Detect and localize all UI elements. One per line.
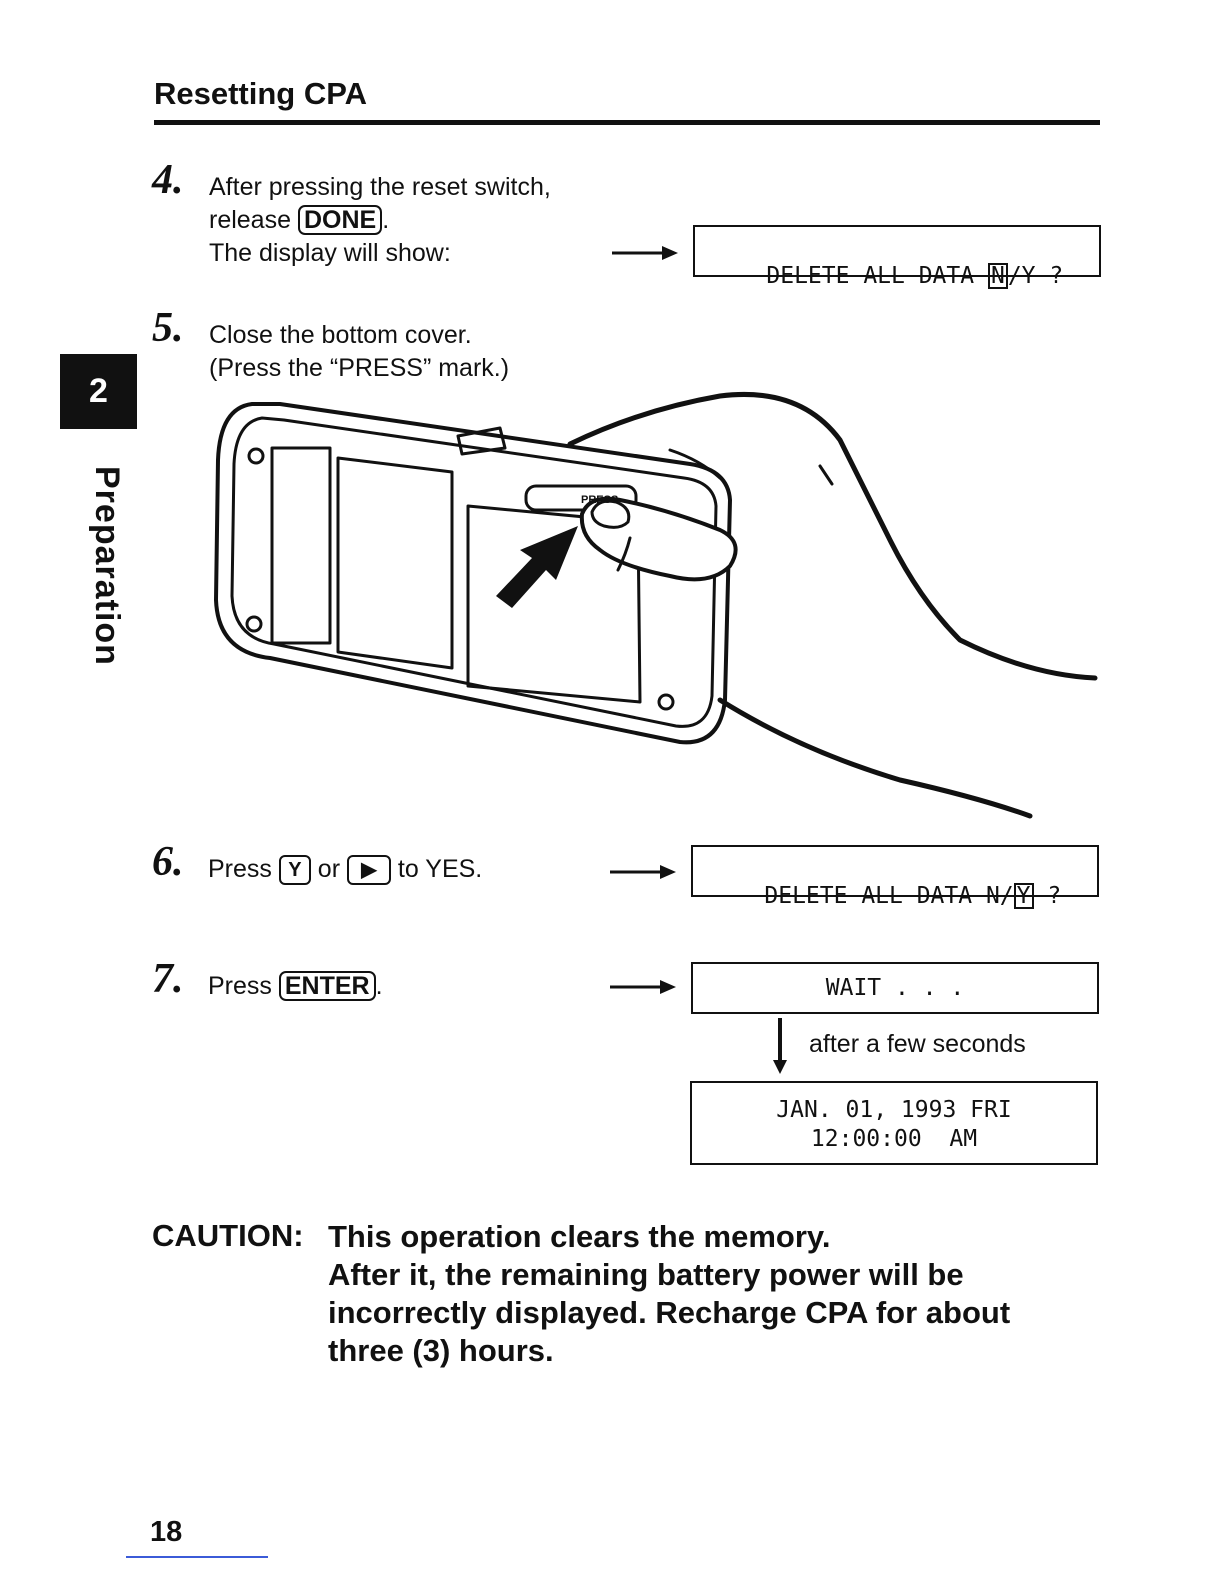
- right-arrow-key: ▶: [346, 855, 391, 886]
- page-number: 18: [150, 1516, 183, 1548]
- caution-line: incorrectly displayed. Recharge CPA for …: [328, 1295, 1011, 1330]
- enter-key: ENTER: [278, 971, 376, 1001]
- display-cursor: Y: [1013, 883, 1034, 909]
- lcd-display-wait: WAIT . . .: [691, 962, 1099, 1014]
- step-5-line1: Close the bottom cover.: [209, 321, 472, 349]
- step-6-text: Press Y or ▶ to YES.: [208, 853, 482, 886]
- display-text: WAIT . . .: [825, 975, 965, 1001]
- device-compartment-left: [270, 446, 332, 645]
- step-7-period: .: [375, 972, 383, 1000]
- fingernail: [590, 499, 631, 529]
- step-4-number: 4.: [152, 157, 184, 203]
- lcd-display-delete-confirm-n: DELETE ALL DATA N/Y ?: [693, 225, 1101, 289]
- step-6-press-label: Press: [208, 855, 279, 883]
- right-arrow-icon: [612, 246, 678, 260]
- display-cursor: N: [987, 263, 1008, 289]
- chapter-number-tab: 2: [60, 354, 137, 429]
- screw: [245, 615, 263, 633]
- finger-crease: [616, 536, 632, 572]
- device-body: [214, 402, 732, 745]
- step-7-number: 7.: [152, 956, 184, 1002]
- knuckle-line: [668, 448, 722, 480]
- display-date: JAN. 01, 1993 FRI: [776, 1097, 1012, 1123]
- step-4-line3: The display will show:: [209, 239, 451, 267]
- section-title: Resetting CPA: [154, 76, 368, 111]
- device-top-clip: [456, 426, 507, 456]
- section-title-rule: [154, 120, 1100, 125]
- device-compartment-middle: [336, 456, 454, 670]
- step-6-or-label: or: [310, 855, 347, 883]
- lcd-display-date-time: JAN. 01, 1993 FRI 12:00:00 AM: [690, 1081, 1098, 1165]
- caution-line: After it, the remaining battery power wi…: [328, 1257, 964, 1292]
- chapter-number: 2: [89, 372, 108, 410]
- done-key: DONE: [297, 205, 383, 235]
- screw: [247, 447, 265, 465]
- transition-note: after a few seconds: [809, 1030, 1026, 1058]
- step-6-number: 6.: [152, 839, 184, 885]
- lcd-display-delete-confirm-y: DELETE ALL DATA N/Y ?: [691, 845, 1099, 909]
- hand-closing-bottom-cover-illustration: PRESS: [214, 391, 1098, 819]
- right-arrow-icon: [610, 980, 676, 994]
- step-4-line2: release DONE.: [209, 204, 551, 237]
- page-number-underline: [126, 1556, 268, 1558]
- display-text: DELETE ALL DATA N/: [764, 883, 1014, 909]
- finger: [579, 496, 738, 582]
- step-5-line2: (Press the “PRESS” mark.): [209, 354, 510, 382]
- display-text: /Y ?: [1007, 263, 1064, 289]
- step-7-press-label: Press: [208, 972, 279, 1000]
- hand-outline: [567, 391, 1098, 681]
- finger-crease: [818, 464, 834, 486]
- y-key: Y: [278, 855, 311, 886]
- display-time: 12:00:00 AM: [810, 1126, 978, 1152]
- step-5-number: 5.: [152, 305, 184, 351]
- caution-line: This operation clears the memory.: [328, 1219, 831, 1254]
- down-arrow-icon: [773, 1018, 787, 1074]
- press-mark: [524, 484, 638, 512]
- step-6-yes-label: to YES.: [390, 855, 483, 883]
- push-arrow-icon: [496, 526, 578, 608]
- step-4-text: After pressing the reset switch, release…: [209, 171, 551, 270]
- step-7-text: Press ENTER.: [208, 970, 383, 1003]
- device-inner-edge: [230, 416, 718, 728]
- right-arrow-icon: [610, 865, 676, 879]
- caution-line: three (3) hours.: [328, 1333, 554, 1368]
- step-4-release-label: release: [209, 206, 298, 234]
- screw: [657, 693, 675, 711]
- press-mark-label: PRESS: [581, 494, 618, 506]
- hand-palm-edge: [717, 697, 1033, 819]
- chapter-label: Preparation: [88, 466, 126, 666]
- caution-label: CAUTION:: [152, 1218, 304, 1253]
- step-5-text: Close the bottom cover. (Press the “PRES…: [209, 319, 509, 385]
- display-text: ?: [1033, 883, 1062, 909]
- step-4-line1: After pressing the reset switch,: [209, 173, 551, 201]
- caution-text: This operation clears the memory. After …: [328, 1218, 1088, 1370]
- display-text: DELETE ALL DATA: [766, 263, 988, 289]
- step-4-period: .: [382, 206, 390, 234]
